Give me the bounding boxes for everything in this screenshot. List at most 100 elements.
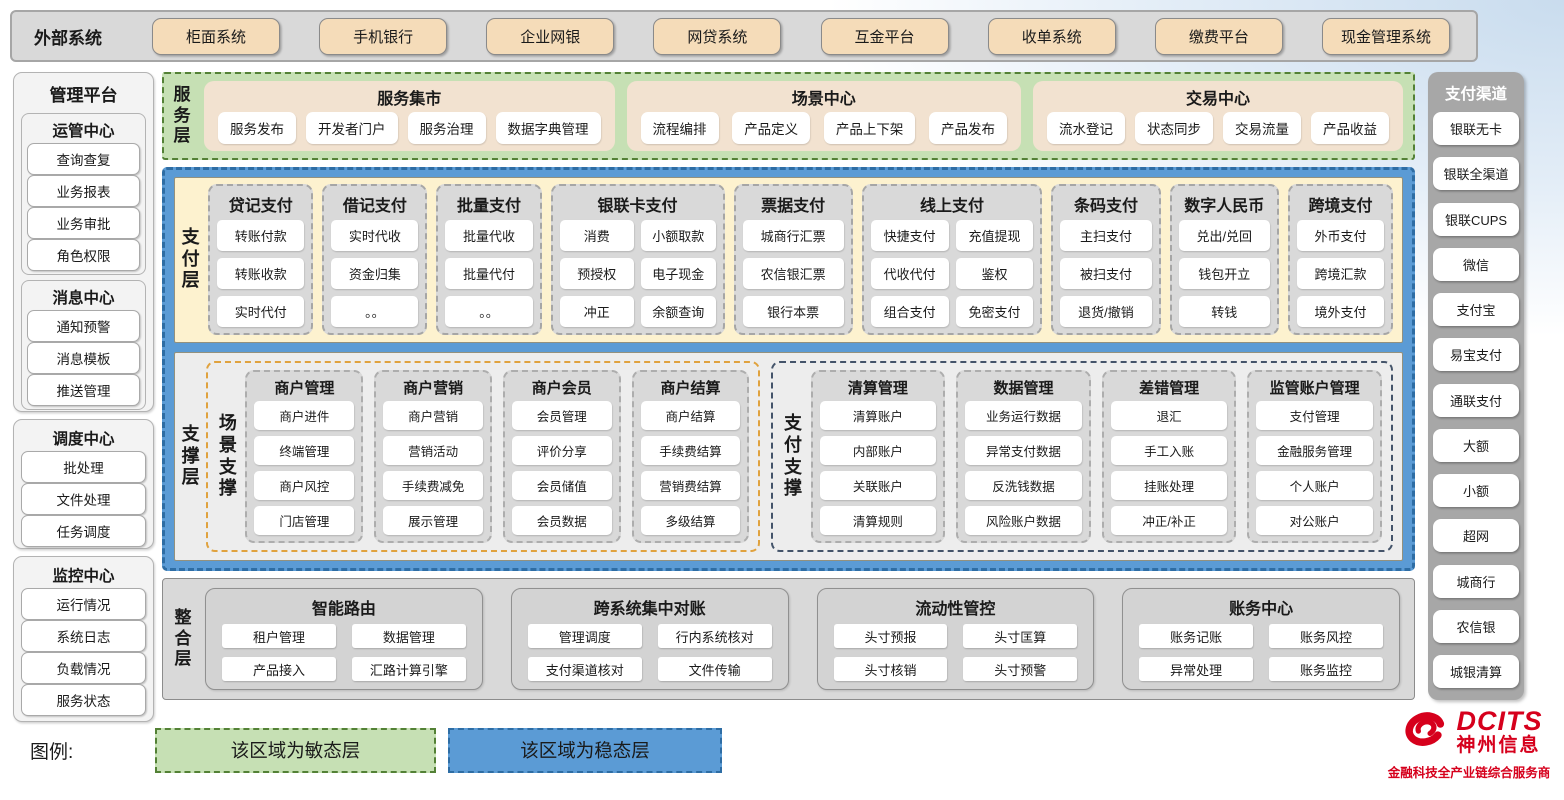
service-item-button[interactable]: 服务发布	[218, 112, 296, 144]
mgmt-item-button[interactable]: 任务调度	[21, 515, 146, 547]
support-function-button[interactable]: 手工入账	[1111, 436, 1228, 465]
payment-function-button[interactable]: 退货/撤销	[1060, 296, 1151, 327]
payment-function-button[interactable]: 冲正	[560, 296, 634, 327]
payment-function-button[interactable]: 预授权	[560, 258, 634, 289]
mgmt-item-button[interactable]: 业务审批	[27, 207, 140, 239]
service-item-button[interactable]: 流水登记	[1047, 112, 1125, 144]
payment-function-button[interactable]: 钱包开立	[1179, 258, 1270, 289]
payment-function-button[interactable]: 代收代付	[871, 258, 949, 289]
mgmt-item-button[interactable]: 推送管理	[27, 374, 140, 406]
support-function-button[interactable]: 挂账处理	[1111, 471, 1228, 500]
external-system-button[interactable]: 收单系统	[988, 18, 1116, 55]
integration-function-button[interactable]: 账务记账	[1139, 624, 1253, 648]
integration-function-button[interactable]: 产品接入	[222, 657, 336, 681]
support-function-button[interactable]: 商户结算	[641, 401, 741, 430]
payment-function-button[interactable]: 农信银汇票	[743, 258, 844, 289]
external-system-button[interactable]: 手机银行	[319, 18, 447, 55]
service-item-button[interactable]: 开发者门户	[306, 112, 398, 144]
payment-function-button[interactable]: 鉴权	[956, 258, 1034, 289]
integration-function-button[interactable]: 管理调度	[528, 624, 642, 648]
payment-function-button[interactable]: 城商行汇票	[743, 220, 844, 251]
payment-function-button[interactable]: 快捷支付	[871, 220, 949, 251]
support-function-button[interactable]: 反洗钱数据	[965, 471, 1082, 500]
support-function-button[interactable]: 门店管理	[254, 506, 354, 535]
service-item-button[interactable]: 状态同步	[1135, 112, 1213, 144]
payment-function-button[interactable]: 境外支付	[1297, 296, 1384, 327]
external-system-button[interactable]: 网贷系统	[653, 18, 781, 55]
payment-function-button[interactable]: 电子现金	[641, 258, 715, 289]
support-function-button[interactable]: 多级结算	[641, 506, 741, 535]
mgmt-item-button[interactable]: 运行情况	[21, 588, 146, 620]
payment-function-button[interactable]: 充值提现	[956, 220, 1034, 251]
support-function-button[interactable]: 金融服务管理	[1256, 436, 1373, 465]
mgmt-item-button[interactable]: 批处理	[21, 451, 146, 483]
support-function-button[interactable]: 异常支付数据	[965, 436, 1082, 465]
payment-function-button[interactable]: 银行本票	[743, 296, 844, 327]
external-system-button[interactable]: 企业网银	[486, 18, 614, 55]
external-system-button[interactable]: 柜面系统	[152, 18, 280, 55]
mgmt-item-button[interactable]: 通知预警	[27, 310, 140, 342]
payment-function-button[interactable]: 。。	[445, 296, 532, 327]
payment-function-button[interactable]: 批量代收	[445, 220, 532, 251]
payment-function-button[interactable]: 实时代付	[217, 296, 304, 327]
channel-button[interactable]: 城银清算	[1433, 655, 1519, 688]
support-function-button[interactable]: 评价分享	[512, 436, 612, 465]
payment-function-button[interactable]: 实时代收	[331, 220, 418, 251]
support-function-button[interactable]: 个人账户	[1256, 471, 1373, 500]
channel-button[interactable]: 超网	[1433, 519, 1519, 552]
mgmt-item-button[interactable]: 负载情况	[21, 652, 146, 684]
support-function-button[interactable]: 业务运行数据	[965, 401, 1082, 430]
channel-button[interactable]: 支付宝	[1433, 293, 1519, 326]
external-system-button[interactable]: 互金平台	[821, 18, 949, 55]
support-function-button[interactable]: 对公账户	[1256, 506, 1373, 535]
integration-function-button[interactable]: 异常处理	[1139, 657, 1253, 681]
integration-function-button[interactable]: 汇路计算引擎	[352, 657, 466, 681]
payment-function-button[interactable]: 消费	[560, 220, 634, 251]
support-function-button[interactable]: 会员数据	[512, 506, 612, 535]
support-function-button[interactable]: 会员储值	[512, 471, 612, 500]
support-function-button[interactable]: 清算账户	[820, 401, 937, 430]
payment-function-button[interactable]: 小额取款	[641, 220, 715, 251]
payment-function-button[interactable]: 转账收款	[217, 258, 304, 289]
payment-function-button[interactable]: 转钱	[1179, 296, 1270, 327]
service-item-button[interactable]: 产品发布	[929, 112, 1007, 144]
mgmt-item-button[interactable]: 系统日志	[21, 620, 146, 652]
channel-button[interactable]: 微信	[1433, 248, 1519, 281]
support-function-button[interactable]: 手续费减免	[383, 471, 483, 500]
channel-button[interactable]: 银联无卡	[1433, 112, 1519, 145]
support-function-button[interactable]: 会员管理	[512, 401, 612, 430]
integration-function-button[interactable]: 账务监控	[1269, 657, 1383, 681]
integration-function-button[interactable]: 租户管理	[222, 624, 336, 648]
payment-function-button[interactable]: 组合支付	[871, 296, 949, 327]
payment-function-button[interactable]: 兑出/兑回	[1179, 220, 1270, 251]
payment-function-button[interactable]: 余额查询	[641, 296, 715, 327]
payment-function-button[interactable]: 被扫支付	[1060, 258, 1151, 289]
channel-button[interactable]: 农信银	[1433, 610, 1519, 643]
mgmt-item-button[interactable]: 业务报表	[27, 175, 140, 207]
payment-function-button[interactable]: 资金归集	[331, 258, 418, 289]
service-item-button[interactable]: 产品收益	[1311, 112, 1389, 144]
support-function-button[interactable]: 手续费结算	[641, 436, 741, 465]
integration-function-button[interactable]: 行内系统核对	[658, 624, 772, 648]
payment-function-button[interactable]: 外币支付	[1297, 220, 1384, 251]
payment-function-button[interactable]: 主扫支付	[1060, 220, 1151, 251]
support-function-button[interactable]: 商户营销	[383, 401, 483, 430]
payment-function-button[interactable]: 转账付款	[217, 220, 304, 251]
support-function-button[interactable]: 商户风控	[254, 471, 354, 500]
support-function-button[interactable]: 清算规则	[820, 506, 937, 535]
external-system-button[interactable]: 缴费平台	[1155, 18, 1283, 55]
support-function-button[interactable]: 营销费结算	[641, 471, 741, 500]
channel-button[interactable]: 城商行	[1433, 565, 1519, 598]
channel-button[interactable]: 银联全渠道	[1433, 157, 1519, 190]
channel-button[interactable]: 大额	[1433, 429, 1519, 462]
external-system-button[interactable]: 现金管理系统	[1322, 18, 1450, 55]
service-item-button[interactable]: 产品上下架	[824, 112, 916, 144]
support-function-button[interactable]: 冲正/补正	[1111, 506, 1228, 535]
mgmt-item-button[interactable]: 角色权限	[27, 239, 140, 271]
support-function-button[interactable]: 退汇	[1111, 401, 1228, 430]
channel-button[interactable]: 银联CUPS	[1433, 203, 1519, 236]
support-function-button[interactable]: 内部账户	[820, 436, 937, 465]
support-function-button[interactable]: 风险账户数据	[965, 506, 1082, 535]
mgmt-item-button[interactable]: 查询查复	[27, 143, 140, 175]
support-function-button[interactable]: 商户进件	[254, 401, 354, 430]
